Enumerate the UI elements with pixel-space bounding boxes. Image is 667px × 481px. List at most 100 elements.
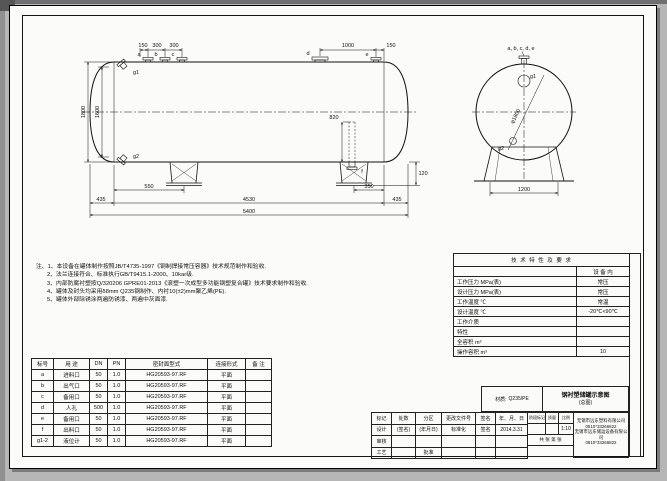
sign-cell: 处数 xyxy=(391,412,416,425)
material-cell: 材质: Q235/PE xyxy=(481,386,543,412)
window-top-edge xyxy=(0,0,667,4)
tech-value xyxy=(575,316,631,327)
nozzle-label-d: d xyxy=(306,51,309,57)
dim-820: 820 xyxy=(329,115,338,121)
nozzle-label-a: a xyxy=(137,52,141,58)
parts-cell: b xyxy=(31,380,54,392)
parts-header: 标号 xyxy=(31,358,54,370)
diameter-line xyxy=(507,74,545,151)
tech-label: 设计压力 MPa(表) xyxy=(453,286,577,297)
parts-cell: 备用口 xyxy=(53,391,90,403)
sign-cell xyxy=(391,435,416,448)
sign-cell: 工艺 xyxy=(371,446,392,459)
parts-cell: 平面 xyxy=(207,413,246,425)
nozzle-label-b: b xyxy=(154,52,157,58)
scale-value: 1:10 xyxy=(558,423,574,435)
tech-value: 常压 xyxy=(575,286,631,297)
dim-300-1: 300 xyxy=(152,43,161,49)
dip-tube xyxy=(348,121,356,162)
nozzle-label-e: e xyxy=(365,52,368,58)
parts-cell: HG20593-97.RF xyxy=(125,435,208,447)
parts-cell: 平面 xyxy=(207,380,246,392)
stage-label: 阶段标记 xyxy=(527,412,546,424)
parts-cell: e xyxy=(31,413,54,425)
dim-dia-1800: φ1800 xyxy=(510,108,523,125)
scale-label: 比例 xyxy=(558,412,574,424)
note-line: 5、罐体外部除锈涂两遍防锈漆、两遍中灰面漆. xyxy=(47,297,168,304)
dim-1000: 1000 xyxy=(342,43,354,49)
table-row: 阶段标记 质量 比例 xyxy=(527,412,574,424)
dim-150-left: 150 xyxy=(138,43,147,49)
stage-scale-table: 阶段标记 质量 比例 1:10 共 张 第 张 xyxy=(527,412,574,457)
drawing-title-cell: 钢衬塑储罐示意图 (总图) xyxy=(543,386,629,412)
sign-cell: 标准化 xyxy=(441,423,476,436)
parts-cell xyxy=(245,402,272,414)
parts-header: 用 途 xyxy=(53,358,90,370)
parts-cell: 1.0 xyxy=(107,391,126,403)
sign-cell: 批准 xyxy=(415,446,442,459)
parts-cell: 1.0 xyxy=(107,380,126,392)
manhole-projection xyxy=(517,74,531,88)
parts-header: 连接形式 xyxy=(207,358,246,370)
company-phone-1: 0510*33266822 xyxy=(585,423,617,429)
parts-cell xyxy=(245,391,272,403)
note-line: 2、法兰连接符合、标准执行GB/T9415.1-2000、10kar级. xyxy=(47,272,194,279)
table-row: 1:10 xyxy=(527,423,574,435)
nozzle-label-g2: g2 xyxy=(133,154,139,160)
sign-cell: 设计 xyxy=(371,423,392,436)
parts-cell xyxy=(245,380,272,392)
tech-label: 设计温度 ℃ xyxy=(453,306,577,317)
tech-table-title: 技 术 特 性 及 要 求 xyxy=(452,253,631,267)
sign-cell xyxy=(495,435,528,448)
parts-cell: a xyxy=(31,369,54,381)
parts-cell: f xyxy=(31,424,54,436)
dim-1200: 1200 xyxy=(518,187,530,193)
tech-label: 操作容积 m³ xyxy=(453,346,577,357)
main-view-texts: 150 300 300 1000 150 a b c d e g1 g2 f 8… xyxy=(81,43,428,215)
top-nozzles xyxy=(142,56,382,63)
note-line: 3、内部防腐衬塑按Q/320206 GPRE01-2013《滚塑一次成型多功能钢… xyxy=(47,280,308,287)
parts-cell: HG20593-97.RF xyxy=(125,413,208,425)
parts-cell xyxy=(245,413,272,425)
sign-cell: 分区 xyxy=(415,412,442,425)
title-block-top: 材质: Q235/PE 钢衬塑储罐示意图 (总图) xyxy=(481,386,629,412)
parts-cell: 液位计 xyxy=(53,435,90,447)
sign-cell xyxy=(441,446,476,459)
mass-label: 质量 xyxy=(545,412,559,424)
dim-4530: 4530 xyxy=(243,197,255,203)
parts-cell: 平面 xyxy=(207,369,246,381)
parts-cell: HG20593-97.RF xyxy=(125,391,208,403)
dim-550: 550 xyxy=(144,184,153,190)
parts-cell: HG20593-97.RF xyxy=(125,402,208,414)
sign-cell: 签名 xyxy=(475,412,496,425)
table-row: 标记 处数 分区 更改文件号 签名 年、月、日 xyxy=(371,412,528,425)
dim-300-2: 300 xyxy=(169,43,178,49)
end-top-nozzle xyxy=(518,51,530,65)
dim-350: 350 xyxy=(364,184,373,190)
dim-1600: 1600 xyxy=(95,106,101,118)
parts-cell: 500 xyxy=(89,402,108,414)
parts-cell: 1.0 xyxy=(107,424,126,436)
parts-cell: HG20593-97.RF xyxy=(125,380,208,392)
saddle-supports xyxy=(166,161,372,186)
sign-date: 2014.3.31 xyxy=(495,423,528,436)
parts-header-row: 标号 用 途 DN PN 密封面型式 连接形式 备 注 xyxy=(31,358,272,370)
tech-label: 特性 xyxy=(453,326,577,337)
tech-value: -20℃<90℃ xyxy=(575,306,631,317)
sign-cell xyxy=(415,435,442,448)
mass-value xyxy=(545,423,559,435)
window-corner xyxy=(0,0,15,11)
notes-block: 注、1、本设备在罐体制作按照JB/T4735-1997《钢制焊接常压容器》技术规… xyxy=(36,263,446,304)
tech-spec-table: 技 术 特 性 及 要 求 设 备 内 工作压力 MPa(表)常压 设计压力 M… xyxy=(452,253,631,357)
table-row: 审核 xyxy=(371,435,528,448)
parts-cell: 平面 xyxy=(207,435,246,447)
parts-cell: g1-2 xyxy=(31,435,54,447)
parts-cell: 50 xyxy=(89,380,108,392)
parts-cell: 1.0 xyxy=(107,413,126,425)
dim-5400: 5400 xyxy=(243,209,255,215)
parts-header: 密封面型式 xyxy=(125,358,208,370)
stage-value xyxy=(527,423,546,435)
